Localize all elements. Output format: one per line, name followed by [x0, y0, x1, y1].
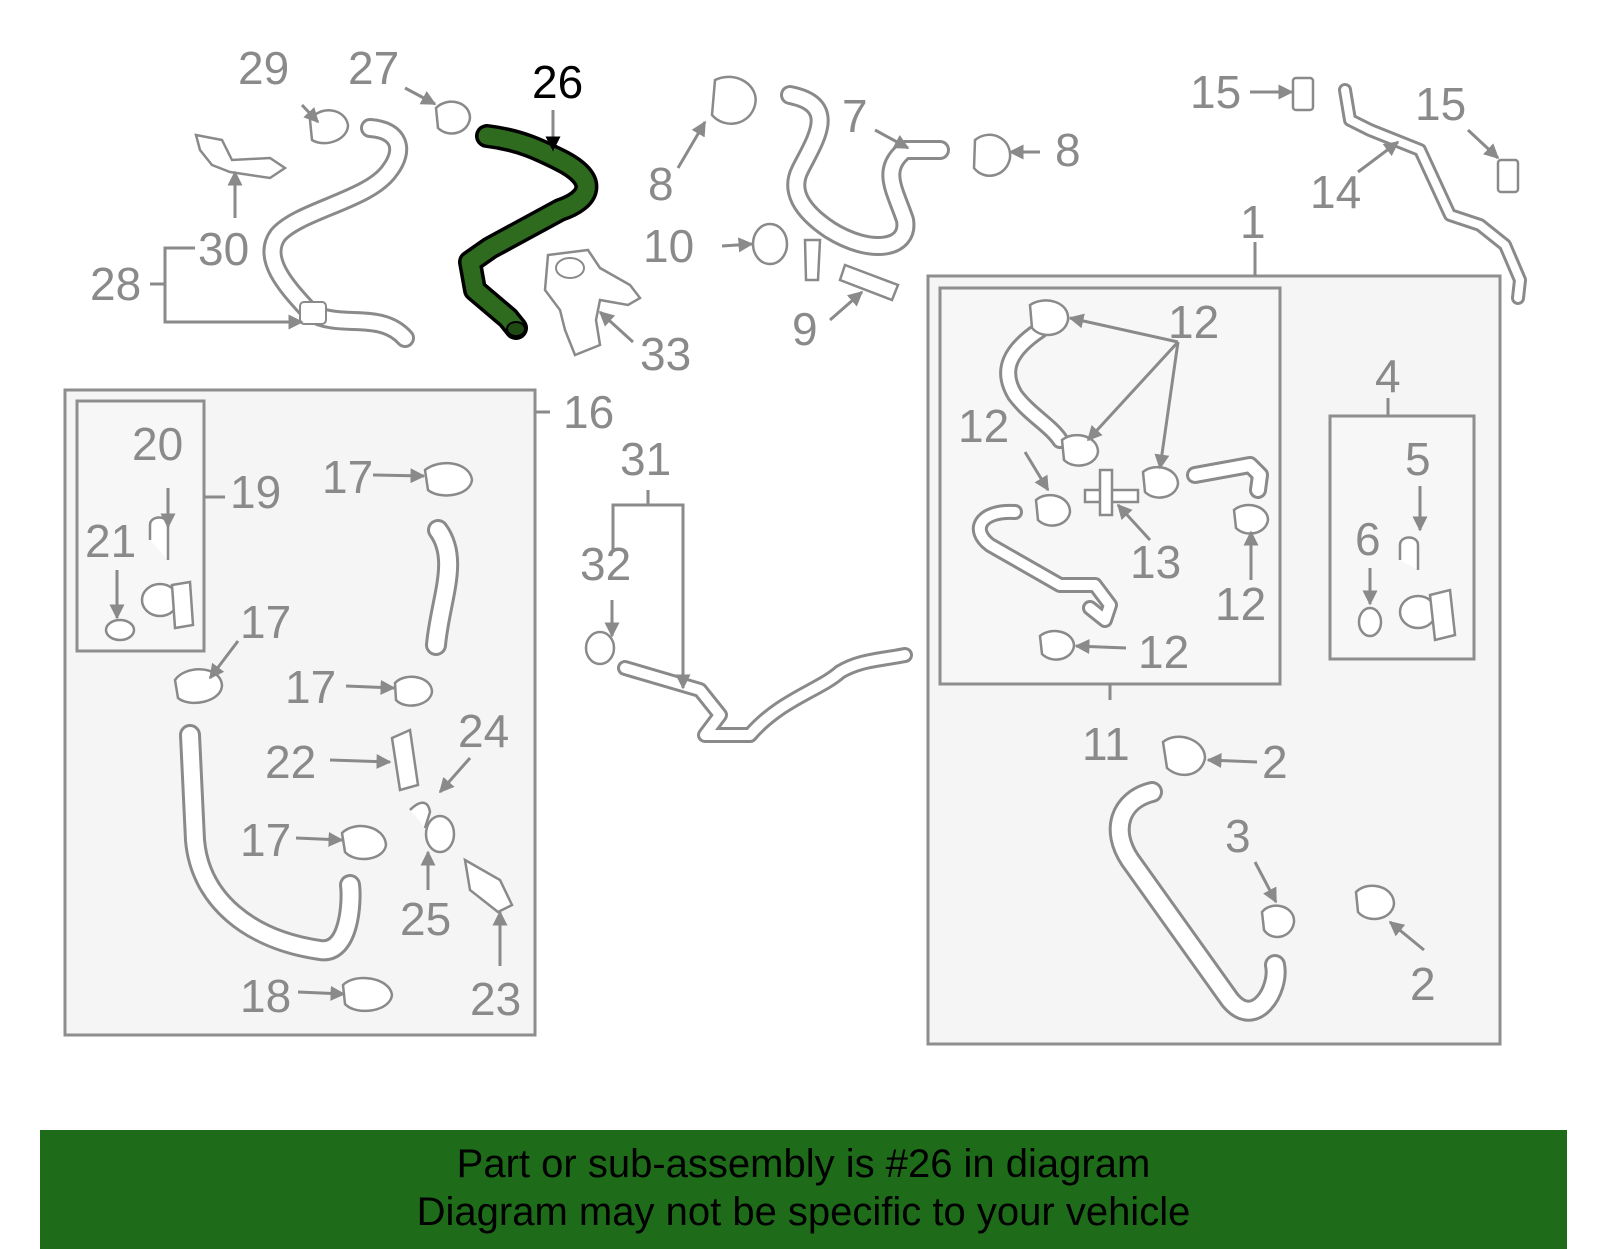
- part-28-hose: [262, 118, 415, 348]
- part-15-bolts: [1291, 76, 1520, 194]
- label-10[interactable]: 10: [643, 220, 694, 272]
- label-28[interactable]: 28: [90, 258, 141, 310]
- label-26[interactable]: 26: [532, 56, 583, 108]
- part-14-pipe: [1338, 83, 1527, 305]
- part-9-fitting: [803, 238, 900, 302]
- label-30[interactable]: 30: [198, 223, 249, 275]
- label-7[interactable]: 7: [842, 90, 868, 142]
- label-12d[interactable]: 12: [1138, 626, 1189, 678]
- label-4[interactable]: 4: [1375, 350, 1401, 402]
- part-29-clamp: [308, 109, 350, 145]
- label-27[interactable]: 27: [348, 42, 399, 94]
- label-17a[interactable]: 17: [322, 451, 373, 503]
- label-17b[interactable]: 17: [240, 596, 291, 648]
- part-31-pipe: [584, 630, 913, 743]
- label-2b[interactable]: 2: [1410, 958, 1436, 1010]
- label-12b[interactable]: 12: [958, 400, 1009, 452]
- label-13[interactable]: 13: [1130, 536, 1181, 588]
- label-21[interactable]: 21: [85, 515, 136, 567]
- label-6[interactable]: 6: [1355, 513, 1381, 565]
- label-17d[interactable]: 17: [240, 814, 291, 866]
- label-24[interactable]: 24: [458, 705, 509, 757]
- part-27-clamp: [434, 100, 472, 135]
- part-labels: 26 29 27 30 28 33 8 7 8 10 9 15 15 14 1 …: [85, 42, 1466, 1025]
- label-9[interactable]: 9: [792, 303, 818, 355]
- label-8a[interactable]: 8: [648, 158, 674, 210]
- part-30-bracket: [194, 133, 288, 180]
- label-23[interactable]: 23: [470, 973, 521, 1025]
- label-18[interactable]: 18: [240, 970, 291, 1022]
- label-32[interactable]: 32: [580, 538, 631, 590]
- label-8b[interactable]: 8: [1055, 124, 1081, 176]
- label-1[interactable]: 1: [1240, 196, 1266, 248]
- label-19[interactable]: 19: [230, 466, 281, 518]
- leader-lines: [109, 84, 1500, 1001]
- part-4-5-6-box4: [1357, 536, 1457, 642]
- part-10-cap: [751, 222, 789, 266]
- part-7-hose: [780, 85, 950, 256]
- label-12a[interactable]: 12: [1168, 296, 1219, 348]
- label-20[interactable]: 20: [132, 418, 183, 470]
- label-25[interactable]: 25: [400, 893, 451, 945]
- part-26-hose[interactable]: [458, 124, 599, 340]
- label-15a[interactable]: 15: [1190, 66, 1241, 118]
- label-17c[interactable]: 17: [285, 661, 336, 713]
- label-22[interactable]: 22: [265, 736, 316, 788]
- part-33-valve: [543, 248, 642, 357]
- label-3[interactable]: 3: [1225, 810, 1251, 862]
- label-31[interactable]: 31: [620, 433, 671, 485]
- label-29[interactable]: 29: [238, 42, 289, 94]
- label-33[interactable]: 33: [640, 328, 691, 380]
- part-11-hoses: [971, 299, 1270, 661]
- label-15b[interactable]: 15: [1415, 78, 1466, 130]
- banner-line-1: Part or sub-assembly is #26 in diagram: [456, 1142, 1151, 1186]
- info-banner: Part or sub-assembly is #26 in diagram D…: [40, 1130, 1567, 1249]
- label-2a[interactable]: 2: [1262, 736, 1288, 788]
- banner-line-2: Diagram may not be specific to your vehi…: [416, 1190, 1191, 1234]
- label-12c[interactable]: 12: [1215, 578, 1266, 630]
- label-16[interactable]: 16: [563, 386, 614, 438]
- label-11[interactable]: 11: [1082, 718, 1130, 770]
- label-14[interactable]: 14: [1310, 166, 1361, 218]
- label-5[interactable]: 5: [1405, 433, 1431, 485]
- part-20-21-box19: [104, 516, 195, 642]
- part-1-hose: [1108, 735, 1396, 1022]
- part-16-hoses: [173, 462, 514, 1013]
